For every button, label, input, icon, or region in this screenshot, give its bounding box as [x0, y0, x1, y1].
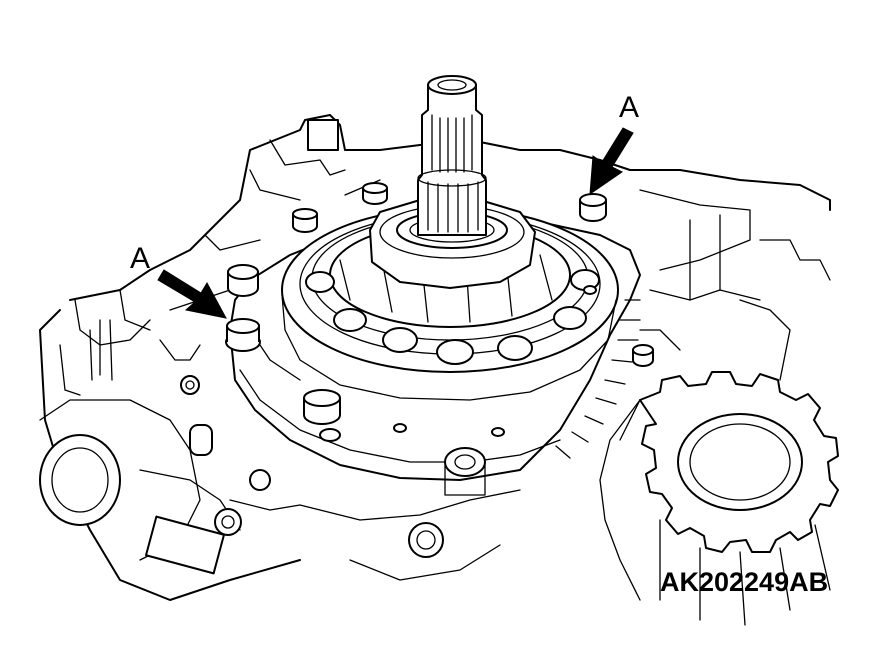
arrow-a-right: [589, 127, 634, 196]
pump-assembly: [229, 199, 641, 496]
bolt-a-left-lower: [225, 318, 261, 352]
gear-right: [599, 371, 839, 626]
callout-label-a-left: A: [130, 242, 150, 275]
callout-label-a-right: A: [619, 91, 639, 124]
figure-code: AK202249AB: [660, 567, 828, 597]
bolt-a-right: [579, 193, 607, 222]
bolt-lower-left: [303, 389, 341, 425]
arrow-a-left: [157, 269, 227, 319]
bolts: [225, 182, 654, 425]
bolt-top: [362, 182, 388, 205]
bolt-a-left-upper: [227, 264, 259, 297]
bolt-right: [632, 344, 654, 367]
bolt-top-left: [292, 208, 318, 233]
callout-a-right: A: [589, 91, 639, 196]
transmission-case: [39, 114, 831, 601]
input-shaft: [417, 75, 487, 236]
callout-a-left: A: [130, 242, 227, 319]
